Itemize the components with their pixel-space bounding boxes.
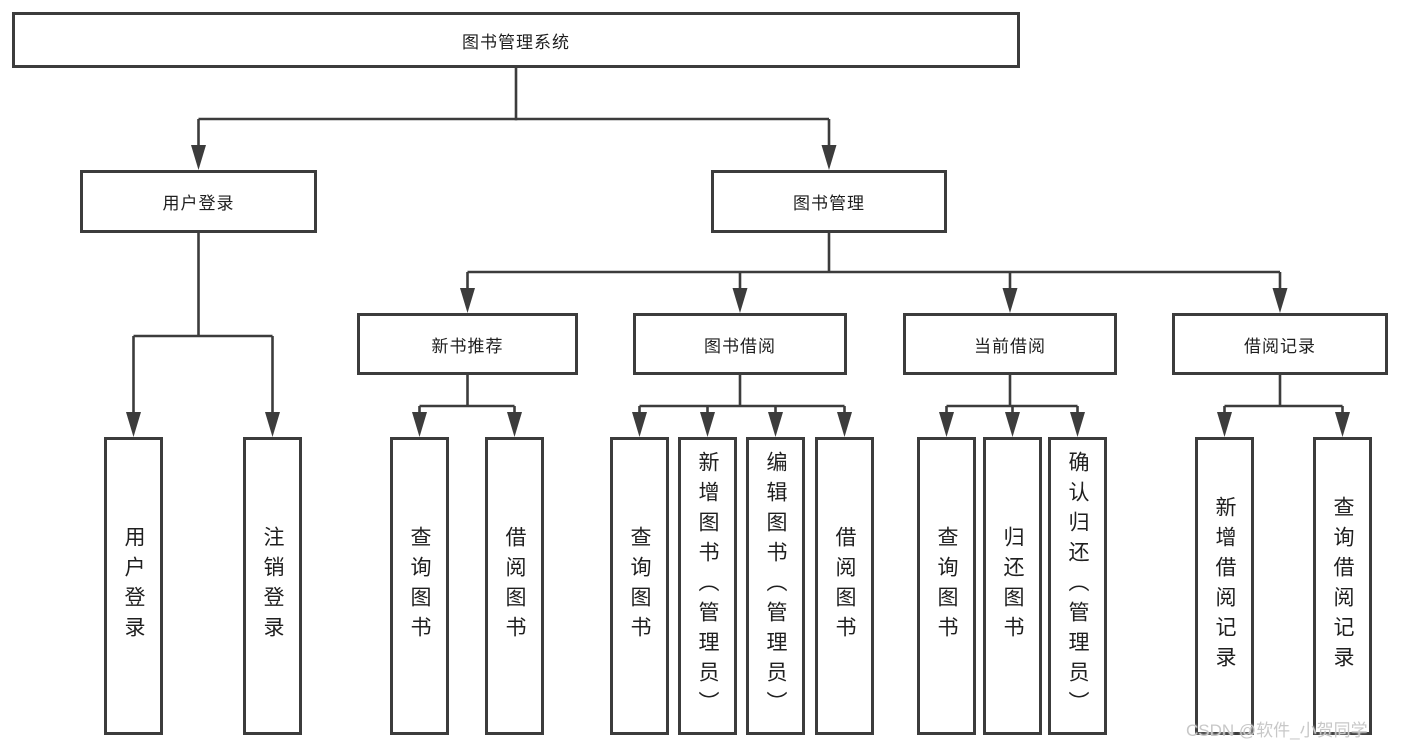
arrowhead-icon bbox=[700, 412, 715, 437]
leaf-query-borrow-record-label: 查询借阅记录 bbox=[1331, 496, 1354, 676]
leaf-edit-book-admin: 编辑图书（管理员） bbox=[746, 437, 805, 735]
leaf-query-books-current: 查询图书 bbox=[917, 437, 976, 735]
arrowhead-icon bbox=[265, 412, 280, 437]
node-borrowing-records: 借阅记录 bbox=[1172, 313, 1388, 375]
arrowhead-icon bbox=[412, 412, 427, 437]
node-borrowing-records-label: 借阅记录 bbox=[1244, 336, 1316, 356]
arrowhead-icon bbox=[191, 145, 206, 170]
arrowhead-icon bbox=[1005, 412, 1020, 437]
leaf-user-login-label: 用户登录 bbox=[122, 526, 145, 646]
leaf-logout-label: 注销登录 bbox=[261, 526, 284, 646]
arrowhead-icon bbox=[821, 145, 837, 170]
leaf-add-borrow-record-label: 新增借阅记录 bbox=[1213, 496, 1236, 676]
connector-newbook-children bbox=[412, 375, 522, 437]
node-book-borrowing-label: 图书借阅 bbox=[704, 336, 776, 356]
leaf-query-borrow-record: 查询借阅记录 bbox=[1313, 437, 1372, 735]
leaf-query-books-borrow-label: 查询图书 bbox=[628, 526, 651, 646]
node-new-book-recommend: 新书推荐 bbox=[357, 313, 578, 375]
connector-bookmgmt-children bbox=[460, 233, 1288, 313]
arrowhead-icon bbox=[126, 412, 141, 437]
node-current-borrowing: 当前借阅 bbox=[903, 313, 1117, 375]
node-root-label: 图书管理系统 bbox=[462, 32, 570, 52]
leaf-user-login: 用户登录 bbox=[104, 437, 163, 735]
arrowhead-icon bbox=[1070, 412, 1085, 437]
leaf-borrow-books-borrow-label: 借阅图书 bbox=[833, 526, 856, 646]
leaf-add-book-admin: 新增图书（管理员） bbox=[678, 437, 737, 735]
leaf-return-book-label: 归还图书 bbox=[1001, 526, 1024, 646]
connector-borrowrecord-children bbox=[1217, 375, 1350, 437]
leaf-add-borrow-record: 新增借阅记录 bbox=[1195, 437, 1254, 735]
arrowhead-icon bbox=[939, 412, 954, 437]
node-root: 图书管理系统 bbox=[12, 12, 1020, 68]
leaf-confirm-return-admin: 确认归还（管理员） bbox=[1048, 437, 1107, 735]
connector-currentborrow-children bbox=[939, 375, 1085, 437]
arrowhead-icon bbox=[507, 412, 522, 437]
arrowhead-icon bbox=[732, 288, 748, 313]
arrowhead-icon bbox=[1002, 288, 1018, 313]
node-book-borrowing: 图书借阅 bbox=[633, 313, 847, 375]
arrowhead-icon bbox=[1217, 412, 1232, 437]
leaf-query-books-borrow: 查询图书 bbox=[610, 437, 669, 735]
connector-userlogin-children bbox=[126, 233, 280, 437]
leaf-borrow-books-borrow: 借阅图书 bbox=[815, 437, 874, 735]
leaf-edit-book-admin-label: 编辑图书（管理员） bbox=[764, 451, 787, 721]
leaf-query-books-current-label: 查询图书 bbox=[935, 526, 958, 646]
arrowhead-icon bbox=[1272, 288, 1288, 313]
leaf-borrow-books-newbook-label: 借阅图书 bbox=[503, 526, 526, 646]
node-current-borrowing-label: 当前借阅 bbox=[974, 336, 1046, 356]
leaf-query-books-newbook: 查询图书 bbox=[390, 437, 449, 735]
leaf-query-books-newbook-label: 查询图书 bbox=[408, 526, 431, 646]
leaf-logout: 注销登录 bbox=[243, 437, 302, 735]
watermark: CSDN @软件_小贺同学 bbox=[1186, 721, 1368, 740]
arrowhead-icon bbox=[632, 412, 647, 437]
arrowhead-icon bbox=[1335, 412, 1350, 437]
node-new-book-recommend-label: 新书推荐 bbox=[431, 336, 504, 356]
leaf-add-book-admin-label: 新增图书（管理员） bbox=[696, 451, 719, 721]
arrowhead-icon bbox=[837, 412, 852, 437]
node-book-management-label: 图书管理 bbox=[793, 194, 865, 213]
arrowhead-icon bbox=[460, 288, 475, 313]
arrowhead-icon bbox=[768, 412, 783, 437]
leaf-confirm-return-admin-label: 确认归还（管理员） bbox=[1066, 451, 1089, 721]
node-user-login-label: 用户登录 bbox=[162, 194, 235, 213]
leaf-return-book: 归还图书 bbox=[983, 437, 1042, 735]
connector-bookborrow-children bbox=[632, 375, 852, 437]
connector-root-to-level2 bbox=[191, 68, 837, 170]
leaf-borrow-books-newbook: 借阅图书 bbox=[485, 437, 544, 735]
node-user-login: 用户登录 bbox=[80, 170, 317, 233]
node-book-management: 图书管理 bbox=[711, 170, 947, 233]
